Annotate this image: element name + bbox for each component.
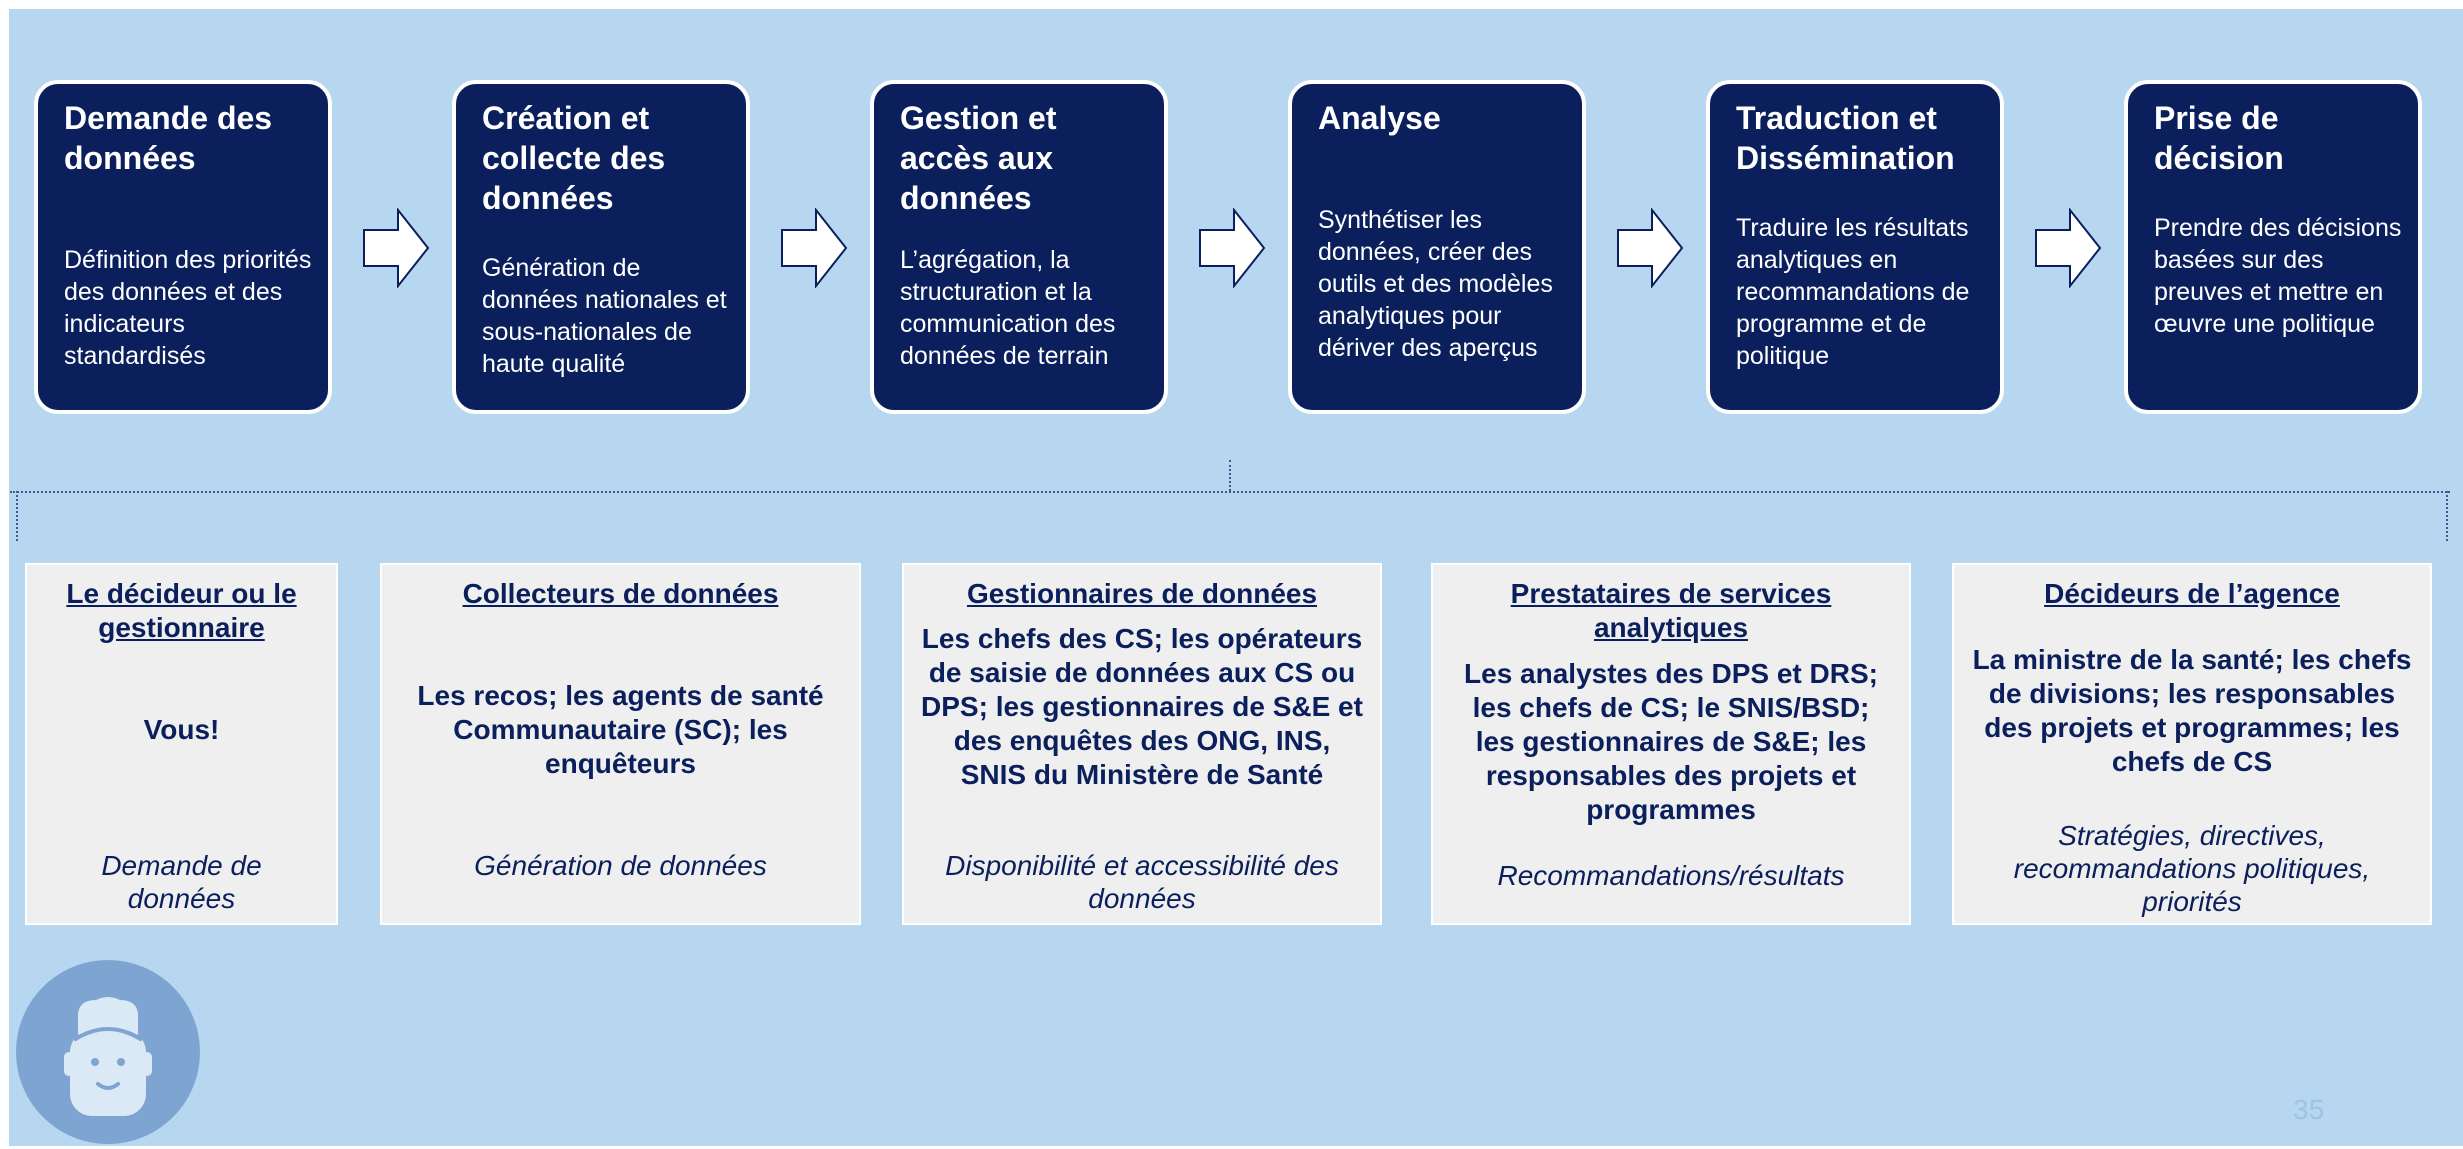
role-output: Génération de données [474,850,767,881]
role-description: Vous! [143,714,220,745]
connector-line [10,491,2450,493]
person-face-icon [16,960,200,1144]
role-description: Les analystes des DPS et DRS; les chefs … [1464,658,1878,825]
role-output: Demande de données [101,850,262,914]
role-output: Recommandations/résultats [1497,860,1845,891]
role-output: Disponibilité et accessibilité des donné… [945,850,1339,914]
right-arrow-icon [781,208,848,288]
stage-box-analysis: Analyse Synthétiser les données, créer d… [1288,80,1586,414]
connector-line [2446,491,2448,541]
role-box-decision-maker: Le décideur ou le gestionnaire Vous! Dem… [25,563,338,925]
stage-description: Synthétiser les données, créer des outil… [1318,206,1553,362]
right-arrow-icon [2035,208,2102,288]
role-description: Les recos; les agents de santé Communaut… [417,680,824,779]
right-arrow-icon [1617,208,1684,288]
role-box-agency-decision-makers: Décideurs de l’agence La ministre de la … [1952,563,2432,925]
role-title: Décideurs de l’agence [2044,578,2340,609]
stage-description: L’agrégation, la structuration et la com… [900,246,1116,370]
stage-title: Traduction et Dissémination [1736,100,1955,176]
role-box-analysts: Prestataires de services analytiques Les… [1431,563,1911,925]
stage-title: Création et collecte des données [482,100,666,216]
role-title: Prestataires de services analytiques [1510,578,1832,643]
stage-title: Demande des données [64,100,273,176]
connector-line [1229,460,1231,491]
stage-description: Définition des priorités des données et … [64,246,312,370]
right-arrow-icon [363,208,430,288]
stage-title: Analyse [1318,100,1441,136]
stage-description: Traduire les résultats analytiques en re… [1736,214,1970,370]
stage-description: Prendre des décisions basées sur des pre… [2154,214,2402,338]
stage-box-decision: Prise de décision Prendre des décisions … [2124,80,2422,414]
stage-box-collection: Création et collecte des données Générat… [452,80,750,414]
role-output: Stratégies, directives, recommandations … [2013,820,2371,917]
stage-box-demand: Demande des données Définition des prior… [34,80,332,414]
stage-box-management: Gestion et accès aux données L’agrégatio… [870,80,1168,414]
role-description: Les chefs des CS; les opérateurs de sais… [921,623,1363,790]
connector-line [16,491,18,541]
role-title: Le décideur ou le gestionnaire [66,578,297,643]
page-number: 35 [2293,1094,2325,1125]
stage-title: Gestion et accès aux données [900,100,1057,216]
right-arrow-icon [1199,208,1266,288]
stage-description: Génération de données nationales et sous… [482,254,727,378]
role-title: Collecteurs de données [462,578,779,609]
stage-title: Prise de décision [2154,100,2284,176]
role-box-collectors: Collecteurs de données Les recos; les ag… [380,563,861,925]
role-description: La ministre de la santé; les chefs de di… [1972,644,2412,777]
stage-box-translation: Traduction et Dissémination Traduire les… [1706,80,2004,414]
person-face-icon [64,997,152,1116]
role-title: Gestionnaires de données [966,578,1318,609]
role-box-managers: Gestionnaires de données Les chefs des C… [902,563,1382,925]
